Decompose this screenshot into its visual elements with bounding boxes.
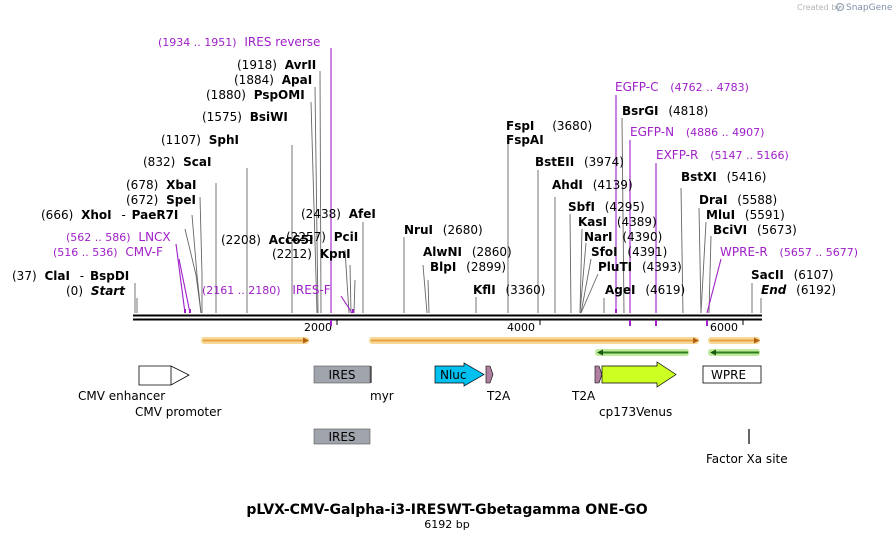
feature-cmv-enhancer[interactable]: CMV enhancer (78, 365, 190, 403)
site-bsiwi[interactable]: (1575) BsiWI (202, 110, 288, 124)
site-kpni[interactable]: (2212) KpnI (272, 247, 351, 261)
orf-arrows (201, 337, 760, 356)
scale-tick-2000: 2000 (304, 321, 332, 334)
primer-wpre-r[interactable]: WPRE-R (5657 .. 5677) (720, 245, 858, 259)
plasmid-size: 6192 bp (424, 518, 469, 531)
site-afei[interactable]: (2438) AfeI (301, 207, 376, 221)
site-pcii[interactable]: (2257) PciI (286, 230, 358, 244)
snapgene-logo-icon (835, 2, 845, 12)
primer-lncx[interactable]: (562 .. 586) LNCX (66, 230, 171, 244)
reverse-orf-1-arrowhead-icon (597, 349, 603, 356)
feature-label-factor-xa: Factor Xa site (706, 452, 788, 466)
site-alwni[interactable]: AlwNI (2860) (423, 245, 512, 259)
site-bcivi[interactable]: BciVI (5673) (713, 223, 797, 237)
site-fspai[interactable]: FspAI (506, 133, 544, 147)
feature-label-nluc: Nluc (440, 368, 467, 382)
scale-tick-6000: 6000 (710, 321, 738, 334)
site-spei[interactable]: (672) SpeI (126, 193, 196, 207)
feature-nluc[interactable]: Nluc (434, 362, 485, 387)
reverse-orf-2-arrowhead-icon (710, 349, 716, 356)
site-sbfi[interactable]: SbfI (4295) (568, 200, 645, 214)
site-xbai[interactable]: (678) XbaI (126, 178, 197, 192)
feature-label-ires-2: IRES (328, 430, 355, 444)
feature-t2a-2[interactable] (594, 365, 603, 384)
site-xhoi[interactable]: (666) XhoI - PaeR7I (41, 208, 178, 222)
primer-exfp-r[interactable]: EXFP-R (5147 .. 5166) (656, 148, 789, 162)
site-bsteii[interactable]: BstEII (3974) (535, 155, 624, 169)
feature-ires-2[interactable]: IRES (313, 428, 371, 445)
feature-label-t2a-2: T2A (571, 389, 596, 403)
orf-3-arrowhead-icon (754, 337, 760, 344)
site-nari[interactable]: NarI (4390) (584, 230, 662, 244)
primer-ires-reverse[interactable]: (1934 .. 1951) IRES reverse (158, 35, 320, 49)
site-end[interactable]: End (6192) (761, 283, 836, 297)
feature-cp173venus[interactable] (601, 361, 677, 388)
site-pspomi[interactable]: (1880) PspOMI (206, 88, 305, 102)
site-clai[interactable]: (37) ClaI - BspDI (12, 269, 129, 283)
primer-marks (184, 309, 708, 326)
primer-cmv-f[interactable]: (516 .. 536) CMV-F (53, 245, 163, 259)
site-start[interactable]: (0) Start (66, 284, 126, 298)
orf-2-arrowhead-icon (693, 337, 699, 344)
feature-label-ires: IRES (328, 368, 355, 382)
feature-label-wpre: WPRE (711, 368, 746, 382)
primer-egfp-c[interactable]: EGFP-C (4762 .. 4783) (615, 80, 749, 94)
site-apai[interactable]: (1884) ApaI (234, 73, 312, 87)
site-drai[interactable]: DraI (5588) (699, 193, 777, 207)
site-sacii[interactable]: SacII (6107) (751, 268, 834, 282)
feature-label-cmv-promoter: CMV promoter (135, 405, 222, 419)
site-fspi[interactable]: FspI (3680) (506, 119, 592, 133)
sequence-backbone (133, 314, 762, 325)
feature-label-t2a-1: T2A (486, 389, 511, 403)
site-nrui[interactable]: NruI (2680) (404, 223, 483, 237)
site-bsrgi[interactable]: BsrGI (4818) (622, 104, 708, 118)
site-agei[interactable]: AgeI (4619) (605, 283, 685, 297)
feature-wpre[interactable]: WPRE (702, 365, 762, 384)
site-bstxi[interactable]: BstXI (5416) (681, 170, 766, 184)
site-scai[interactable]: (832) ScaI (143, 155, 211, 169)
site-sphi[interactable]: (1107) SphI (161, 133, 239, 147)
feature-label-myr: myr (370, 389, 394, 403)
site-ahdi[interactable]: AhdI (4139) (552, 178, 633, 192)
site-connector-lines (134, 70, 762, 314)
orf-1-arrowhead-icon (303, 337, 309, 344)
branding-text: Created by (797, 3, 841, 12)
primer-ires-f[interactable]: (2161 .. 2180) IRES-F (202, 283, 331, 297)
site-blpi[interactable]: BlpI (2899) (430, 260, 506, 274)
site-avrii[interactable]: (1918) AvrII (237, 58, 316, 72)
feature-label-cp173venus: cp173Venus (599, 405, 672, 419)
feature-label-cmv-enhancer: CMV enhancer (78, 389, 165, 403)
plasmid-title: pLVX-CMV-Galpha-i3-IRESWT-Gbetagamma ONE… (246, 502, 647, 518)
site-acc65i[interactable]: (2208) Acc65I (221, 233, 313, 247)
site-kfli[interactable]: KflI (3360) (473, 283, 545, 297)
primer-egfp-n[interactable]: EGFP-N (4886 .. 4907) (630, 125, 764, 139)
site-sfoi[interactable]: SfoI (4391) (591, 245, 667, 259)
primer-connector-lines (175, 48, 722, 314)
site-mlui[interactable]: MluI (5591) (706, 208, 785, 222)
site-pluti[interactable]: PluTI (4393) (598, 260, 682, 274)
site-kasi[interactable]: KasI (4389) (578, 215, 657, 229)
feature-ires[interactable]: IRES (313, 365, 371, 384)
brand-name: SnapGene (846, 3, 893, 13)
scale-tick-4000: 4000 (507, 321, 535, 334)
feature-t2a-1[interactable] (485, 365, 494, 384)
